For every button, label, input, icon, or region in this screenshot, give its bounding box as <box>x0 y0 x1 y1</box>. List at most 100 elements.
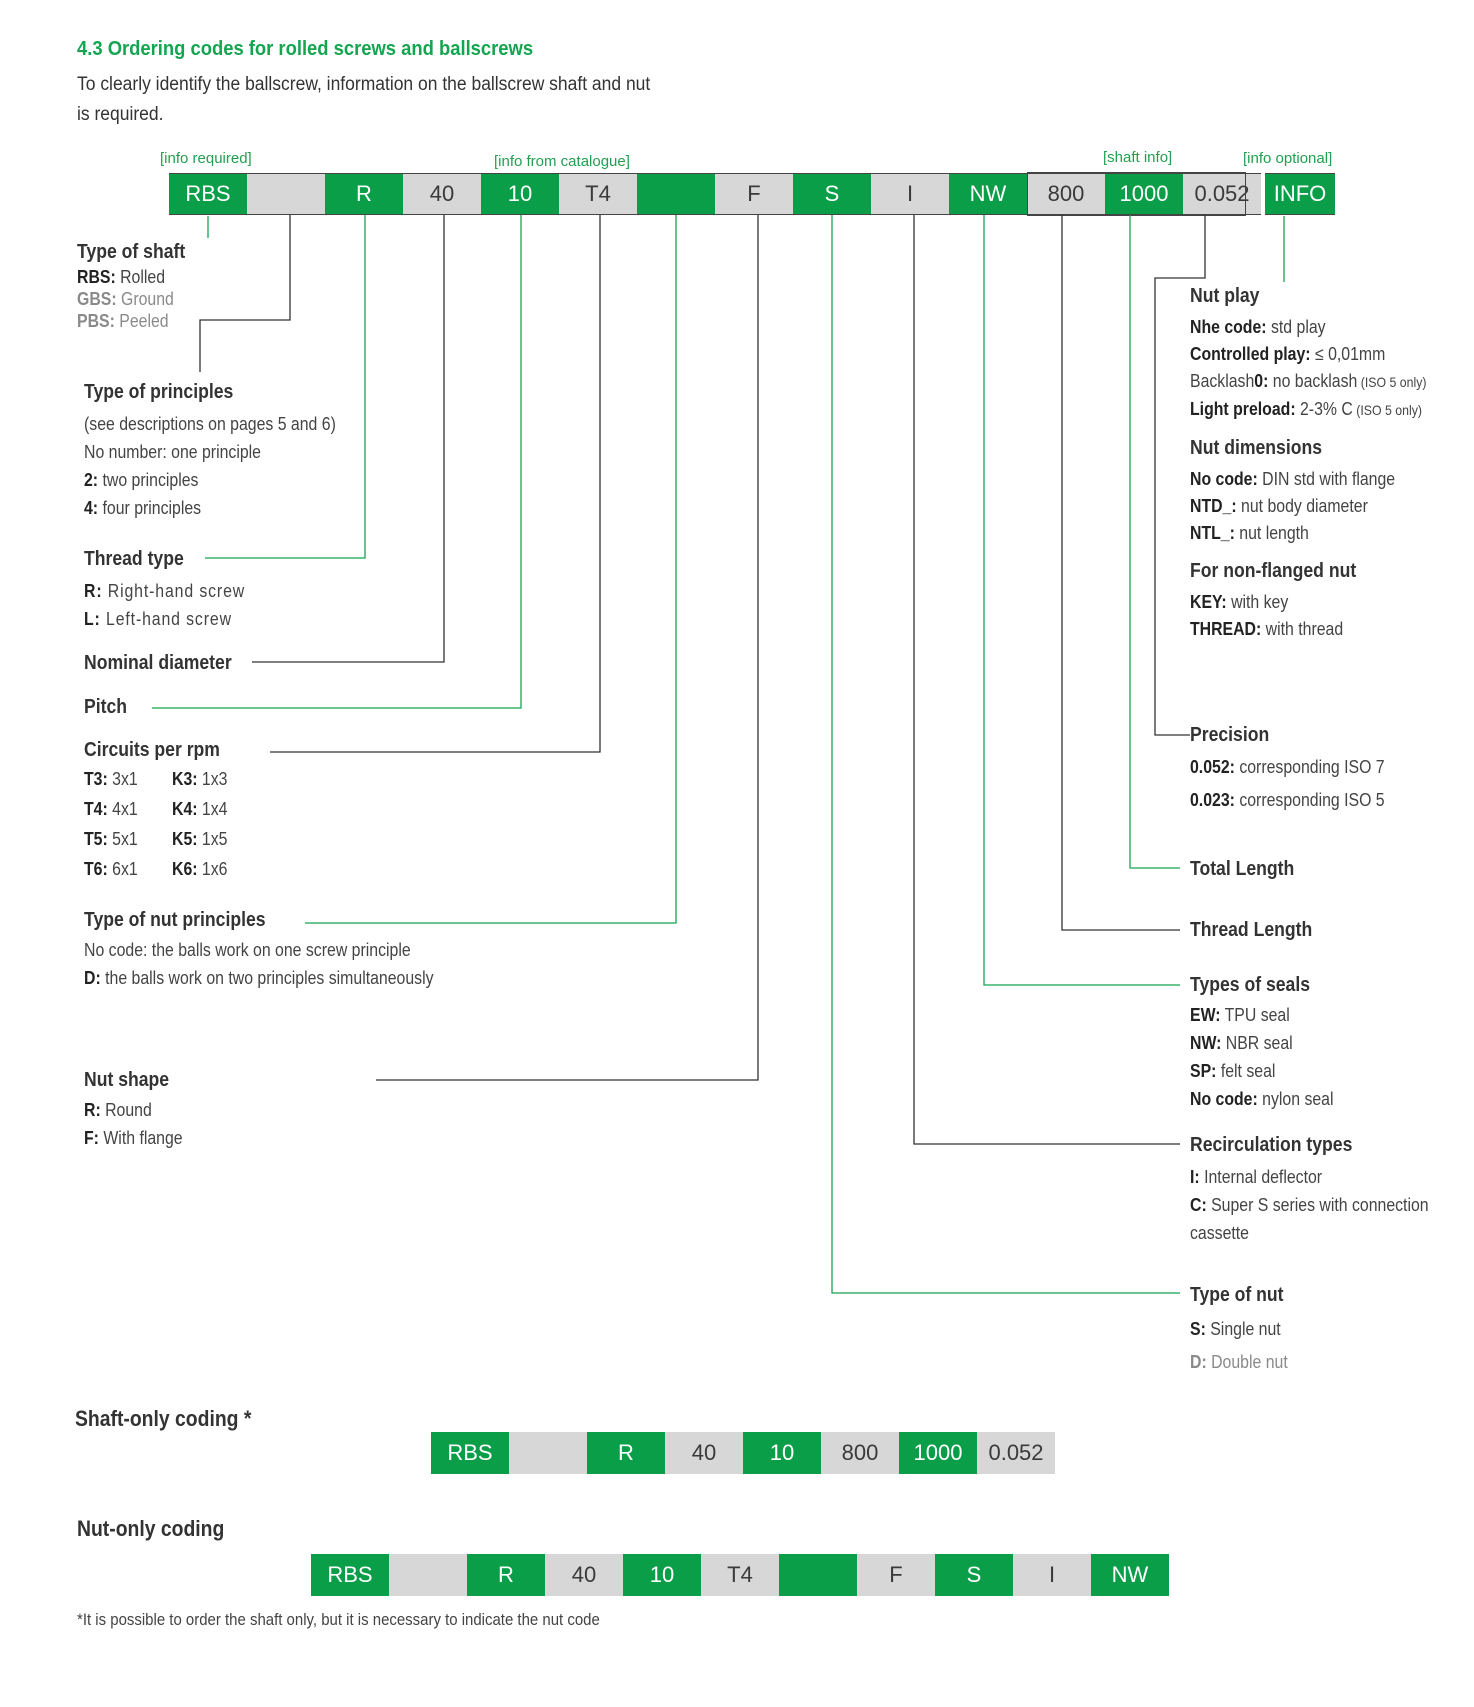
type-of-nut-block: Type of nut S: Single nut D: Double nut <box>1190 1283 1288 1379</box>
code-cell <box>509 1432 587 1474</box>
code-cell-precision: 0.052 <box>1183 173 1261 215</box>
list-item: D: the balls work on two principles simu… <box>84 968 434 988</box>
circuits-table: T3: 3x1 K3: 1x3 T4: 4x1 K4: 1x4 T5: 5x1 … <box>84 764 227 884</box>
code-cell-thread-type: R <box>325 173 403 215</box>
list-item: F: With flange <box>84 1128 183 1148</box>
code-cell: 40 <box>545 1554 623 1596</box>
tag-info-catalogue: [info from catalogue] <box>494 153 630 170</box>
non-flanged-title: For non-flanged nut <box>1190 560 1357 582</box>
total-length-block: Total Length <box>1190 857 1294 889</box>
code-cell-principles <box>247 173 325 215</box>
main-code-bar: RBS R 40 10 T4 F S I NW 800 1000 0.052 I… <box>169 173 1335 215</box>
list-item: THREAD: with thread <box>1190 619 1344 639</box>
thread-type-title: Thread type <box>84 548 184 570</box>
nut-dimensions-block: Nut dimensions No code: DIN std with fla… <box>1190 436 1395 547</box>
list-item: Backlash0: no backlash (ISO 5 only) <box>1190 371 1427 391</box>
tag-shaft-info: [shaft info] <box>1103 149 1173 166</box>
nominal-diameter-block: Nominal diameter <box>84 651 232 683</box>
list-item: cassette <box>1190 1223 1250 1243</box>
list-item: S: Single nut <box>1190 1319 1281 1339</box>
total-length-title: Total Length <box>1190 858 1295 880</box>
list-item: PBS: Peeled <box>77 311 169 331</box>
thread-type-block: Thread type R: Right-hand screw L: Left-… <box>84 547 245 633</box>
thread-length-title: Thread Length <box>1190 919 1313 941</box>
code-cell-seals: NW <box>949 173 1027 215</box>
list-item: Controlled play: ≤ 0,01mm <box>1190 344 1386 364</box>
list-item: NTL_: nut length <box>1190 523 1309 543</box>
code-cell-total-length: 1000 <box>1105 173 1183 215</box>
footnote: *It is possible to order the shaft only,… <box>77 1610 600 1629</box>
shaft-only-title: Shaft-only coding * <box>75 1406 252 1431</box>
type-of-shaft-title: Type of shaft <box>77 241 186 263</box>
nut-code-bar: RBS R 40 10 T4 F S I NW <box>311 1554 1169 1596</box>
nut-shape-title: Nut shape <box>84 1069 170 1091</box>
list-item: (see descriptions on pages 5 and 6) <box>84 414 336 434</box>
list-item: KEY: with key <box>1190 592 1289 612</box>
tag-info-optional: [info optional] <box>1243 150 1333 167</box>
nut-principles-title: Type of nut principles <box>84 909 266 931</box>
code-cell: 40 <box>665 1432 743 1474</box>
code-cell: 10 <box>623 1554 701 1596</box>
code-cell-pitch: 10 <box>481 173 559 215</box>
nut-principles-block: Type of nut principles No code: the ball… <box>84 908 434 992</box>
code-cell: 10 <box>743 1432 821 1474</box>
list-item: EW: TPU seal <box>1190 1005 1290 1025</box>
code-cell: S <box>935 1554 1013 1596</box>
list-item: 0.052: corresponding ISO 7 <box>1190 757 1385 777</box>
page-title: 4.3 Ordering codes for rolled screws and… <box>77 38 534 60</box>
list-item: SP: felt seal <box>1190 1061 1276 1081</box>
nut-play-title: Nut play <box>1190 285 1260 307</box>
code-cell: RBS <box>431 1432 509 1474</box>
nut-play-block: Nut play Nhe code: std play Controlled p… <box>1190 284 1426 424</box>
type-of-nut-title: Type of nut <box>1190 1284 1284 1306</box>
nut-dimensions-title: Nut dimensions <box>1190 437 1323 459</box>
list-item: C: Super S series with connection <box>1190 1195 1429 1215</box>
code-cell: 800 <box>821 1432 899 1474</box>
list-item: GBS: Ground <box>77 289 174 309</box>
code-cell-nut-principles <box>637 173 715 215</box>
code-cell: 1000 <box>899 1432 977 1474</box>
code-cell: 0.052 <box>977 1432 1055 1474</box>
list-item: Light preload: 2-3% C (ISO 5 only) <box>1190 399 1422 419</box>
list-item: No number: one principle <box>84 442 261 462</box>
list-item: D: Double nut <box>1190 1352 1288 1372</box>
list-item: No code: the balls work on one screw pri… <box>84 940 411 960</box>
table-row: T5: 5x1 K5: 1x5 <box>84 829 228 849</box>
nut-shape-block: Nut shape R: Round F: With flange <box>84 1068 183 1152</box>
list-item: RBS: Rolled <box>77 267 166 287</box>
type-of-principles-block: Type of principles (see descriptions on … <box>84 380 336 522</box>
code-cell-nut-shape: F <box>715 173 793 215</box>
code-cell: F <box>857 1554 935 1596</box>
recirculation-title: Recirculation types <box>1190 1134 1353 1156</box>
list-item: R: Round <box>84 1100 152 1120</box>
list-item: R: Right-hand screw <box>84 581 246 601</box>
seals-block: Types of seals EW: TPU seal NW: NBR seal… <box>1190 973 1334 1113</box>
thread-length-block: Thread Length <box>1190 918 1312 950</box>
seals-title: Types of seals <box>1190 974 1310 996</box>
list-item: 0.023: corresponding ISO 5 <box>1190 790 1385 810</box>
code-cell-thread-length: 800 <box>1027 173 1105 215</box>
recirculation-block: Recirculation types I: Internal deflecto… <box>1190 1133 1429 1247</box>
table-row: T4: 4x1 K4: 1x4 <box>84 799 228 819</box>
table-row: T3: 3x1 K3: 1x3 <box>84 769 228 789</box>
nominal-diameter-title: Nominal diameter <box>84 652 232 674</box>
code-cell: R <box>587 1432 665 1474</box>
shaft-code-bar: RBS R 40 10 800 1000 0.052 <box>431 1432 1055 1474</box>
code-cell <box>389 1554 467 1596</box>
code-cell: R <box>467 1554 545 1596</box>
pitch-block: Pitch <box>84 695 127 727</box>
type-of-principles-title: Type of principles <box>84 381 234 403</box>
code-cell: I <box>1013 1554 1091 1596</box>
non-flanged-block: For non-flanged nut KEY: with key THREAD… <box>1190 559 1356 643</box>
code-cell-nominal-diameter: 40 <box>403 173 481 215</box>
circuits-block: Circuits per rpm T3: 3x1 K3: 1x3 T4: 4x1… <box>84 738 227 884</box>
intro-text: To clearly identify the ballscrew, infor… <box>77 74 651 125</box>
tag-info-required: [info required] <box>160 150 252 167</box>
type-of-shaft-block: Type of shaft RBS: Rolled GBS: Ground PB… <box>77 240 185 332</box>
list-item: NW: NBR seal <box>1190 1033 1293 1053</box>
list-item: NTD_: nut body diameter <box>1190 496 1368 516</box>
code-cell-nut-type: S <box>793 173 871 215</box>
list-item: Nhe code: std play <box>1190 317 1326 337</box>
pitch-title: Pitch <box>84 696 128 718</box>
